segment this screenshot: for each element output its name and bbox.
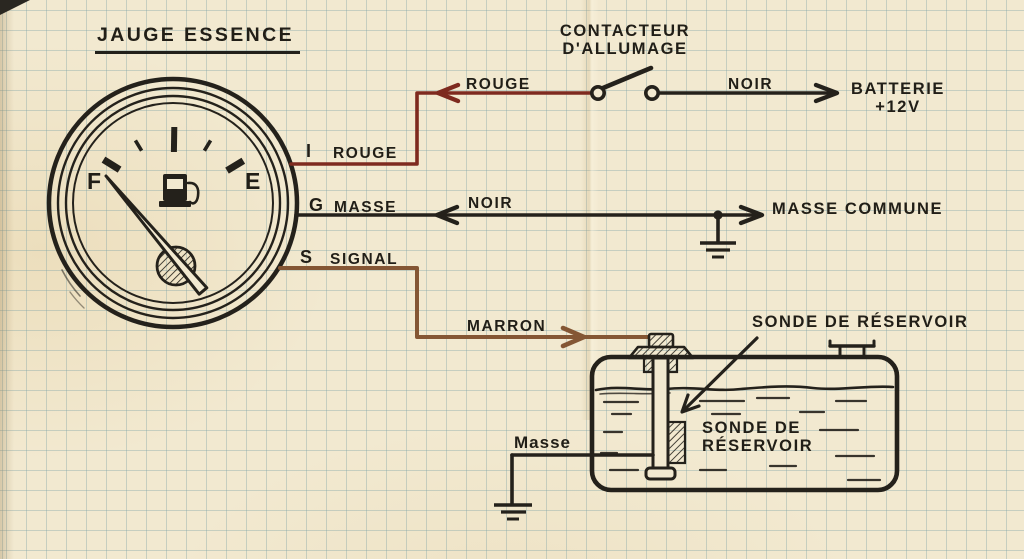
ignition-switch-label-line1: CONTACTEUR bbox=[559, 22, 691, 40]
tank-sender-label-inner-line1: SONDE DE bbox=[702, 419, 801, 437]
wire-label-noir-battery: NOIR bbox=[728, 76, 774, 93]
terminal-pin-s: S bbox=[300, 247, 313, 267]
arrow-left-icon bbox=[434, 204, 460, 226]
marron-wire bbox=[278, 266, 650, 349]
paper-fold bbox=[581, 0, 599, 420]
rouge-wire bbox=[289, 82, 593, 166]
fuel-pump-icon bbox=[159, 174, 200, 207]
wire-label-rouge: ROUGE bbox=[466, 76, 531, 93]
tank-ground-wire bbox=[494, 453, 655, 521]
wire-label-noir-ground: NOIR bbox=[468, 195, 514, 212]
arrow-right-icon bbox=[560, 325, 587, 349]
photo-corner-shadow bbox=[0, 0, 30, 15]
common-ground-label: MASSE COMMUNE bbox=[772, 200, 944, 218]
sender-resistor-block bbox=[666, 420, 687, 465]
battery-label: BATTERIE +12V bbox=[848, 80, 948, 116]
ignition-switch-icon bbox=[589, 65, 660, 102]
tank-sender-unit bbox=[627, 332, 695, 481]
ignition-switch-label: CONTACTEUR D'ALLUMAGE bbox=[552, 22, 698, 58]
wire-label-marron: MARRON bbox=[467, 318, 547, 335]
terminal-pin-i: I bbox=[306, 141, 312, 161]
terminal-label-rouge: ROUGE bbox=[333, 145, 398, 162]
arrow-left-icon bbox=[435, 82, 461, 104]
ignition-switch-label-line2: D'ALLUMAGE bbox=[562, 40, 688, 59]
gauge-empty-label: E bbox=[245, 168, 261, 194]
arrow-right-icon bbox=[813, 82, 840, 104]
terminal-label-signal: SIGNAL bbox=[330, 251, 399, 268]
sonde-pointer-arrow bbox=[680, 336, 759, 414]
fuel-gauge-icon bbox=[46, 76, 300, 330]
tank-sender-label-inner-line2: RÉSERVOIR bbox=[702, 437, 814, 456]
filler-neck-icon bbox=[828, 339, 876, 359]
battery-label-line1: BATTERIE bbox=[850, 80, 946, 98]
ground-symbol-icon bbox=[494, 503, 532, 521]
gauge-needle bbox=[104, 174, 209, 296]
gauge-ticks bbox=[101, 126, 246, 174]
terminal-label-masse: MASSE bbox=[334, 199, 398, 216]
ground-symbol-icon bbox=[700, 215, 736, 259]
tank-ground-label: Masse bbox=[514, 433, 571, 452]
page-title: JAUGE ESSENCE bbox=[95, 24, 300, 55]
tank-sender-label-top: SONDE DE RÉSERVOIR bbox=[752, 313, 969, 331]
fuel-tank-icon bbox=[589, 332, 900, 493]
fuel-level-line bbox=[594, 385, 895, 392]
masse-wire bbox=[294, 204, 765, 259]
tank-sender-label-inner: SONDE DE RÉSERVOIR bbox=[702, 419, 813, 455]
battery-label-line2: +12V bbox=[875, 98, 921, 117]
paper-edge-shadow bbox=[0, 0, 14, 559]
noir-battery-wire bbox=[657, 82, 840, 104]
arrow-right-icon bbox=[738, 204, 765, 226]
liquid-marks bbox=[599, 396, 882, 482]
terminal-pin-g: G bbox=[309, 195, 324, 215]
gauge-full-label: F bbox=[87, 168, 102, 194]
